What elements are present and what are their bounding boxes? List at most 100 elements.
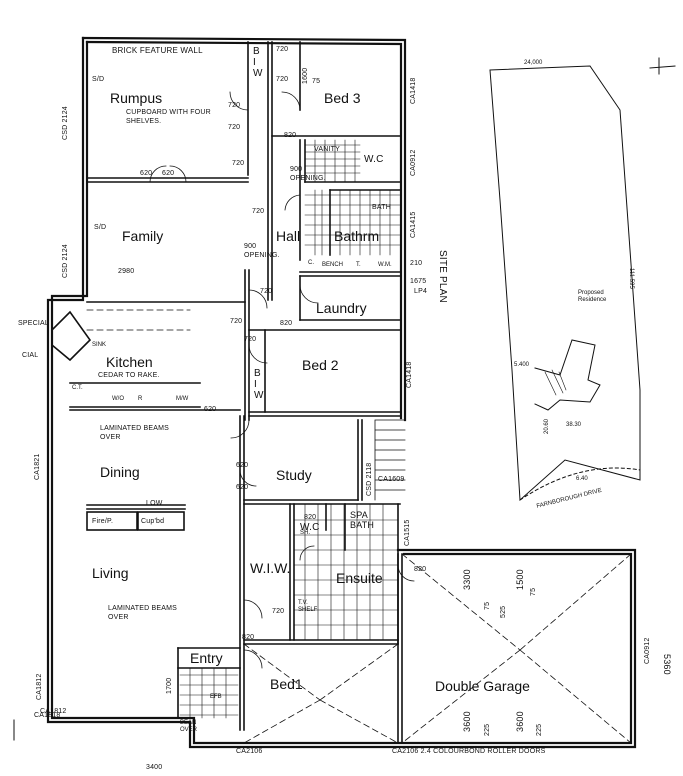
note-r: R <box>138 396 143 402</box>
dim-csd2124-a: CSD 2124 <box>62 106 69 140</box>
dim-csd2124-b: CSD 2124 <box>62 244 69 278</box>
dim-620-d: 620 <box>236 462 249 469</box>
note-tv-shelf: T.V. SHELF <box>298 600 318 613</box>
note-cupboard-bd: Cup'bd <box>141 518 165 525</box>
room-study: Study <box>276 467 312 483</box>
dim-720-10: 720 <box>272 608 285 615</box>
dim-3300: 3300 <box>462 569 472 590</box>
dim-720-6: 720 <box>260 288 273 295</box>
door-swings <box>149 91 415 669</box>
dim-ca0912-b: CA0912 <box>644 637 651 665</box>
page-marks <box>13 57 676 741</box>
dim-24000: 24,000 <box>524 60 543 66</box>
dim-75-b: 75 <box>484 601 491 610</box>
outer-walls <box>46 36 637 749</box>
dim-ca1818: CA1818 <box>34 712 61 719</box>
dim-525: 525 <box>500 605 507 618</box>
dim-38-30: 38.30 <box>566 422 582 428</box>
note-mw: M/W <box>176 396 189 402</box>
note-efb: EFB <box>210 694 222 700</box>
dim-225-b: 225 <box>536 723 543 736</box>
note-900-opening-wc: 900 OPENING. <box>290 166 326 182</box>
dim-111595: 111.595 <box>628 268 634 289</box>
dim-620-a: 620 <box>140 170 153 177</box>
dim-720-2: 720 <box>228 102 241 109</box>
dim-1675: 1675 <box>410 278 427 285</box>
room-bath: BATH <box>372 204 391 211</box>
note-proposed-residence: Proposed Residence <box>578 290 607 303</box>
dim-225-a: 225 <box>484 723 491 736</box>
dim-3400: 3400 <box>146 764 163 771</box>
note-sh: SH. <box>300 530 311 536</box>
note-wo: W/O <box>112 396 124 402</box>
note-brick-feature-wall: BRICK FEATURE WALL <box>112 46 203 55</box>
room-family: Family <box>122 228 164 244</box>
room-garage: Double Garage <box>435 678 530 694</box>
note-vanity: VANITY <box>314 146 340 153</box>
dim-sd-2: S/D <box>94 224 107 231</box>
note-wm: W.M. <box>378 262 392 268</box>
note-site-plan: SITE PLAN <box>437 250 448 303</box>
dim-2980: 2980 <box>118 268 135 275</box>
dim-210: 210 <box>410 260 423 267</box>
dim-720-4: 720 <box>232 160 245 167</box>
note-special-1: SPECIAL <box>18 320 49 327</box>
dim-ca1812-b: CA1812 <box>40 708 67 715</box>
dim-3600-b: 3600 <box>515 711 525 732</box>
dim-ca1415: CA1415 <box>410 211 417 239</box>
room-ensuite: Ensuite <box>336 570 383 586</box>
dim-620-e: 620 <box>236 484 249 491</box>
dim-ca2106: CA2106 <box>236 748 263 755</box>
room-wiw: W.I.W. <box>250 560 291 576</box>
dim-20-60: 20.60 <box>544 418 550 434</box>
note-ct: C.T. <box>72 385 83 391</box>
room-laundry: Laundry <box>316 300 367 316</box>
dim-720-8: 720 <box>244 336 257 343</box>
room-entry: Entry <box>190 650 223 666</box>
dim-820-1: 820 <box>284 132 297 139</box>
note-garage-doors: CA2106 2.4 COLOURBOND ROLLER DOORS <box>392 748 546 755</box>
note-cedar: CEDAR TO RAKE. <box>98 372 160 379</box>
dim-75-a: 75 <box>312 78 321 85</box>
dim-620-b: 620 <box>162 170 175 177</box>
dim-820-3: 820 <box>304 514 317 521</box>
dim-ca1812: CA1812 <box>36 673 43 701</box>
tile-hatching <box>179 139 402 719</box>
dim-75-c: 75 <box>530 587 537 596</box>
note-special-2: CIAL <box>22 352 39 359</box>
dim-5360: 5360 <box>662 654 672 675</box>
note-bench: BENCH <box>322 262 344 268</box>
dim-720-1: 720 <box>276 46 289 53</box>
dim-ca1821: CA1821 <box>34 453 41 481</box>
dim-5-400: 5.400 <box>514 362 530 368</box>
note-fireplace: Fire/P. <box>92 518 114 525</box>
stairs <box>374 419 406 501</box>
note-biw-top: B I W <box>253 46 263 79</box>
dim-720-9: 720 <box>252 208 265 215</box>
note-biw-bot: B I W <box>254 368 264 401</box>
dim-620-c: 620 <box>204 406 217 413</box>
dim-820-2: 820 <box>280 320 293 327</box>
dim-720-7: 720 <box>230 318 243 325</box>
note-laminated-2: LAMINATED BEAMS OVER <box>108 605 177 621</box>
dim-1700: 1700 <box>166 677 173 694</box>
room-wc: W.C <box>364 154 384 165</box>
room-wc2: W.C <box>300 522 320 533</box>
dim-720-3: 720 <box>228 124 241 131</box>
room-bathroom: Bathrm <box>334 228 380 244</box>
room-bed1: Bed1 <box>270 676 303 692</box>
room-living: Living <box>92 565 129 581</box>
dim-720-5: 720 <box>276 76 289 83</box>
dim-3600-a: 3600 <box>462 711 472 732</box>
dim-1500: 1500 <box>515 569 525 590</box>
dim-ca1418: CA1418 <box>410 77 417 105</box>
dim-ca1609: CA1609 <box>378 476 405 483</box>
dim-lp4: LP4 <box>414 288 428 295</box>
room-spa-bath: SPA BATH <box>350 510 375 530</box>
note-low: LOW <box>146 500 163 507</box>
dim-ca0912: CA0912 <box>410 149 417 177</box>
room-bed3: Bed 3 <box>324 90 361 106</box>
dim-1600: 1600 <box>302 67 309 84</box>
dim-6-40: 6.40 <box>576 476 588 482</box>
room-dining: Dining <box>100 464 140 480</box>
